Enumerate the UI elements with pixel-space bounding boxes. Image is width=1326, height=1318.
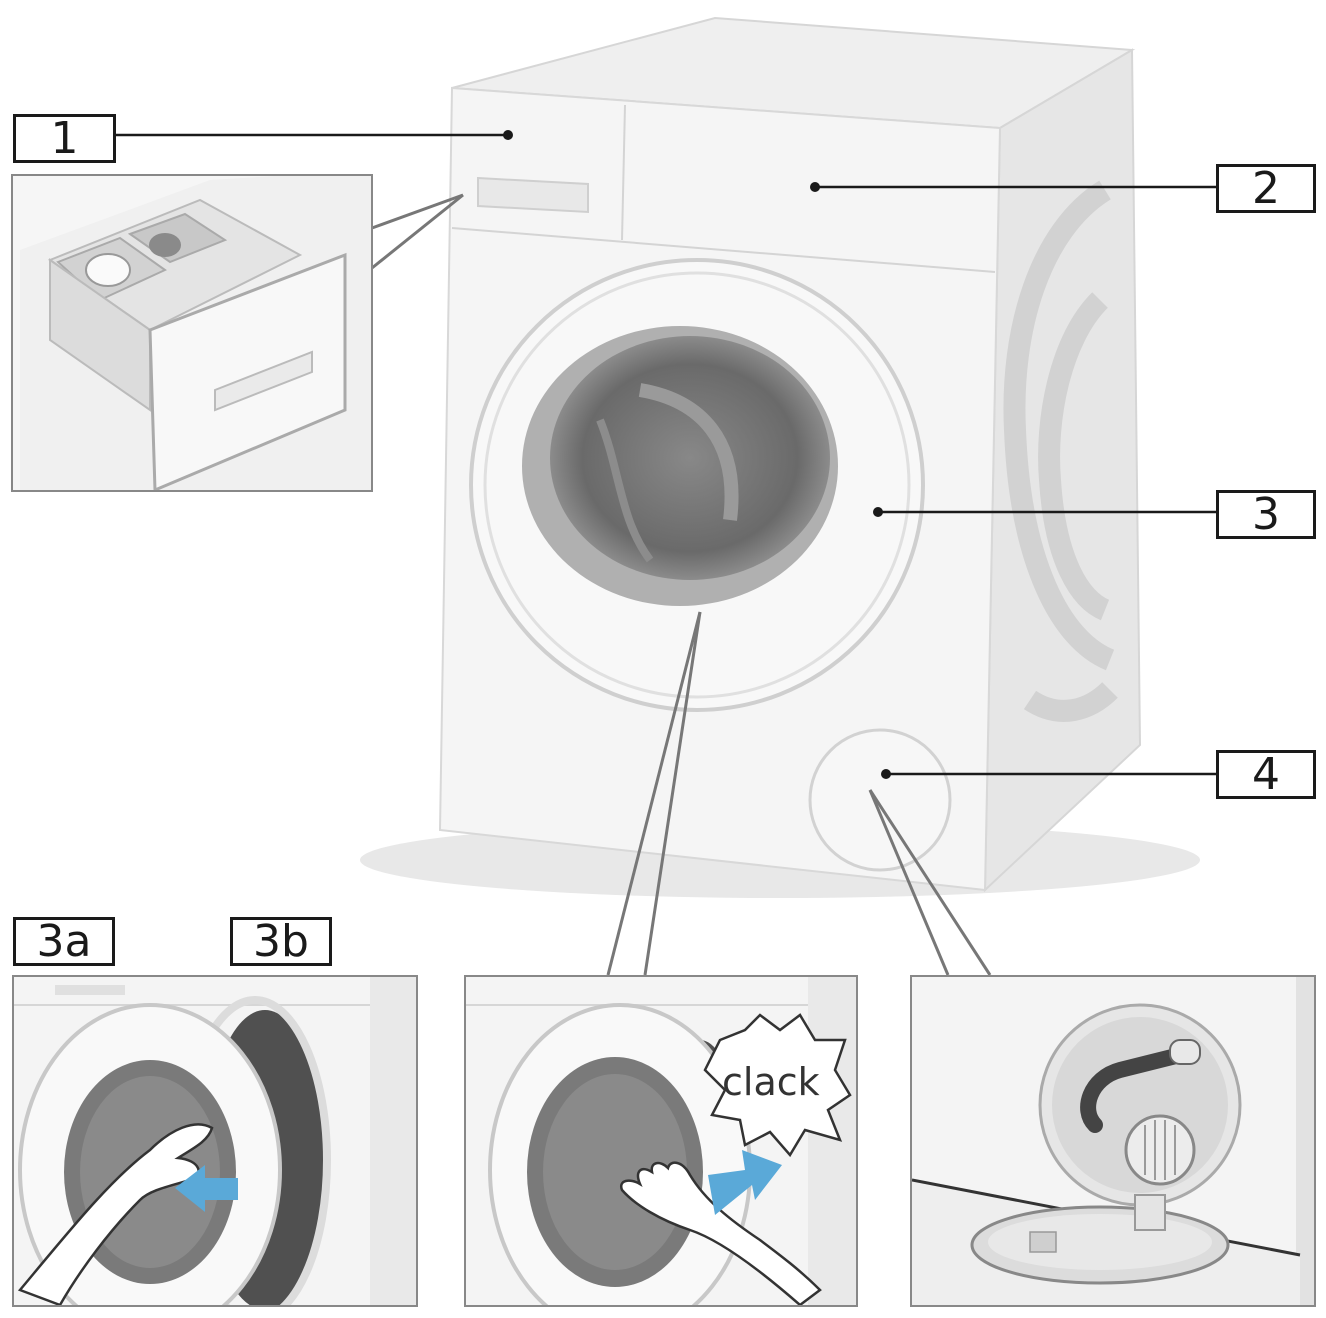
drum-reflection (638, 383, 739, 521)
inset-drawer (11, 174, 373, 492)
callout-wedges (371, 193, 992, 976)
clack-text: clack (722, 1060, 820, 1104)
side-swirl (1003, 180, 1118, 722)
label-3a: 3a (13, 917, 115, 966)
arrow-left-icon (175, 1165, 238, 1212)
clack-burst (703, 1013, 852, 1158)
inset-door-close: clack (464, 975, 858, 1307)
leader-dots (503, 130, 891, 779)
drawer-handle (477, 176, 589, 214)
arrow-right-icon (708, 1150, 782, 1215)
inset-door-open (12, 975, 418, 1307)
label-2: 2 (1216, 164, 1316, 213)
door-ring-inner (483, 271, 911, 699)
leader-lines (115, 133, 1217, 776)
drum (550, 336, 830, 580)
label-3: 3 (1216, 490, 1316, 539)
inset-pump-filter (910, 975, 1316, 1307)
washing-machine (360, 16, 1200, 898)
panel-divider (451, 227, 996, 273)
label-1: 1 (13, 114, 116, 163)
panel-separator (621, 104, 626, 241)
label-4: 4 (1216, 750, 1316, 799)
service-flap (808, 728, 952, 872)
label-3b: 3b (230, 917, 332, 966)
